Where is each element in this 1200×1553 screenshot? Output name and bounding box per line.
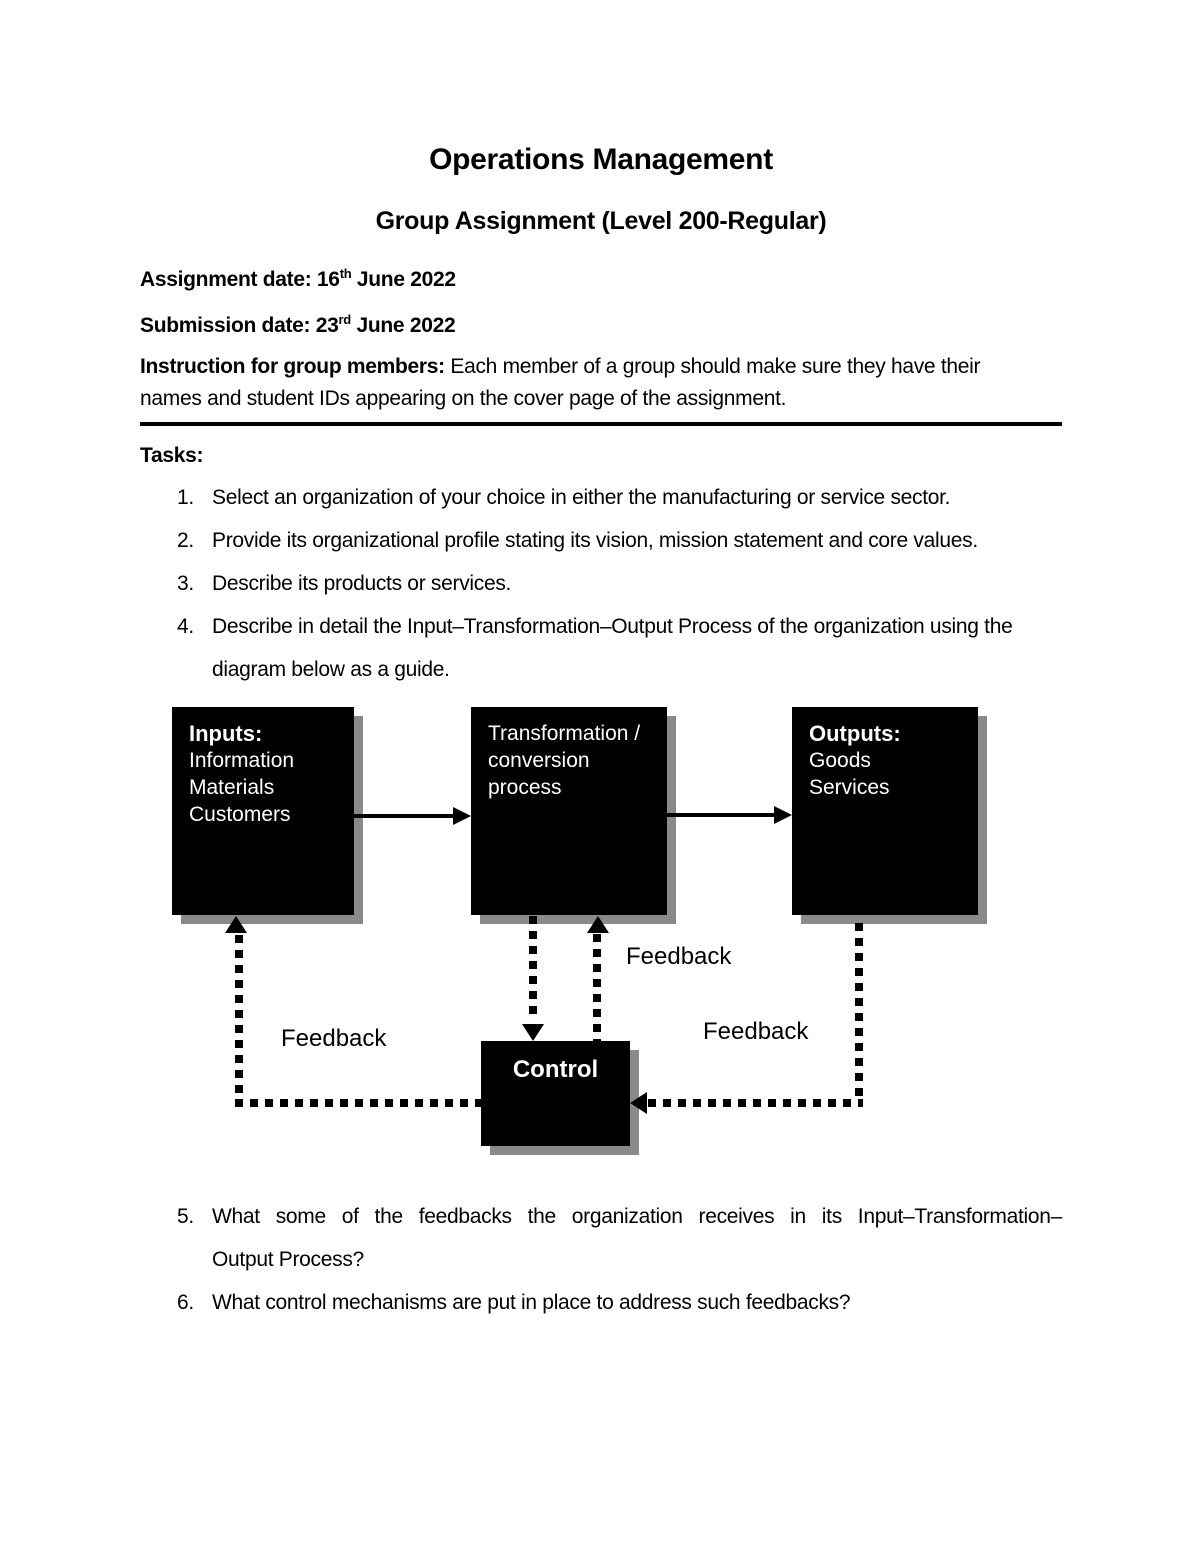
tasks-list: 1. Select an organization of your choice…	[140, 476, 1062, 691]
feedback-dotted-line-outputs-to-control-horizontal	[648, 1098, 863, 1107]
task-item-5: 5. What some of the feedbacks the organi…	[140, 1195, 1062, 1281]
task-number: 3.	[177, 571, 194, 595]
feedback-label-right: Feedback	[703, 1017, 809, 1045]
assignment-date: Assignment date: 16th June 2022	[140, 264, 1062, 296]
arrow-inputs-to-transformation-head-icon	[453, 806, 471, 825]
tasks-heading: Tasks:	[140, 444, 204, 468]
inputs-box-line-materials: Materials	[189, 775, 275, 799]
task-item-6: 6. What control mechanisms are put in pl…	[140, 1281, 1062, 1324]
feedback-label-left: Feedback	[281, 1024, 387, 1052]
task-item-1: 1. Select an organization of your choice…	[140, 476, 1062, 519]
arrow-inputs-to-transformation	[354, 813, 453, 818]
submission-date-ordinal: rd	[338, 311, 352, 327]
feedback-arrow-up-into-inputs-icon	[225, 915, 247, 933]
transformation-box-line1: Transformation /	[488, 721, 641, 745]
task-text: Describe in detail the Input–Transformat…	[212, 605, 1062, 691]
instruction-text-line1: Each member of a group should make sure …	[444, 355, 981, 379]
task-text: Select an organization of your choice in…	[212, 485, 951, 509]
outputs-box: Outputs: Goods Services	[792, 706, 978, 915]
feedback-arrow-up-into-transformation-icon	[587, 915, 609, 933]
feedback-dotted-line-control-to-inputs-vertical	[235, 934, 243, 1099]
input-transformation-output-diagram: Inputs: Information Materials Customers …	[0, 691, 1200, 1191]
feedback-dotted-line-transformation-to-control	[529, 915, 537, 1020]
task-item-2: 2. Provide its organizational profile st…	[140, 519, 1062, 562]
transformation-box-line3: process	[488, 775, 562, 799]
task-number: 4.	[177, 614, 194, 638]
feedback-arrow-down-into-control-icon	[522, 1023, 544, 1041]
task-text: What some of the feedbacks the organizat…	[212, 1195, 1062, 1281]
assignment-date-ordinal: th	[339, 266, 352, 282]
feedback-arrow-left-into-control-icon	[630, 1091, 647, 1114]
outputs-box-heading: Outputs:	[809, 720, 901, 746]
inputs-box-line-customers: Customers	[189, 802, 291, 826]
feedback-dotted-line-outputs-to-control-vertical	[855, 922, 863, 1099]
outputs-box-line-goods: Goods	[809, 748, 871, 772]
inputs-box-line-information: Information	[189, 748, 295, 772]
inputs-box: Inputs: Information Materials Customers	[172, 706, 354, 915]
instruction-text-line2: names and student IDs appearing on the c…	[140, 387, 787, 411]
tasks-list-continued: 5. What some of the feedbacks the organi…	[140, 1195, 1062, 1324]
assignment-date-rest: June 2022	[351, 268, 456, 292]
submission-date: Submission date: 23rd June 2022	[140, 310, 1062, 342]
transformation-box-line2: conversion	[488, 748, 590, 772]
feedback-label-middle: Feedback	[626, 942, 732, 970]
instruction-label: Instruction for group members:	[140, 355, 445, 379]
page-subtitle: Group Assignment (Level 200-Regular)	[375, 206, 827, 235]
arrow-transformation-to-outputs	[667, 812, 774, 817]
task-text-line2: diagram below as a guide.	[212, 657, 450, 681]
assignment-date-text: Assignment date: 16	[140, 268, 340, 292]
task-item-3: 3. Describe its products or services.	[140, 562, 1062, 605]
page-title: Operations Management	[429, 143, 773, 176]
document-content: Operations Management Group Assignment (…	[0, 143, 1200, 1324]
control-box: Control	[481, 1040, 630, 1146]
task-text: Describe its products or services.	[212, 571, 512, 595]
task-item-4: 4. Describe in detail the Input–Transfor…	[140, 605, 1062, 691]
task-text-line1: What some of the feedbacks the organizat…	[212, 1204, 1062, 1228]
task-text-line2: Output Process?	[212, 1247, 364, 1271]
transformation-box: Transformation / conversion process	[471, 706, 667, 915]
task-number: 6.	[177, 1290, 194, 1314]
task-number: 2.	[177, 528, 194, 552]
feedback-dotted-line-control-to-transformation	[593, 933, 601, 1041]
instruction-paragraph: Instruction for group members: Each memb…	[140, 351, 1062, 427]
task-text-line1: Describe in detail the Input–Transformat…	[212, 614, 1013, 638]
submission-date-rest: June 2022	[350, 313, 456, 337]
outputs-box-line-services: Services	[809, 775, 890, 799]
feedback-dotted-line-control-to-inputs-horizontal	[235, 1098, 481, 1107]
task-number: 1.	[177, 485, 194, 509]
task-text: Provide its organizational profile stati…	[212, 528, 978, 552]
submission-date-text: Submission date: 23	[140, 313, 339, 337]
inputs-box-heading: Inputs:	[189, 720, 263, 746]
task-text: What control mechanisms are put in place…	[212, 1290, 851, 1314]
arrow-transformation-to-outputs-head-icon	[774, 805, 792, 824]
task-number: 5.	[177, 1204, 194, 1228]
